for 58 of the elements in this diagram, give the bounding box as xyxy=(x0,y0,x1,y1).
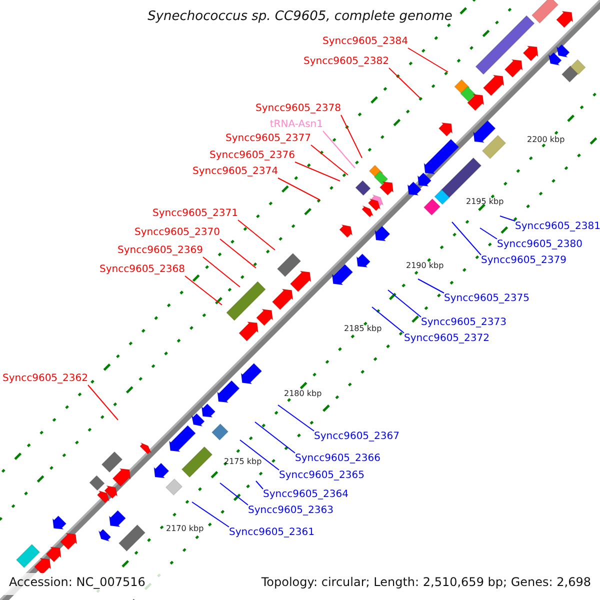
gene-label: Syncc9605_2380 xyxy=(497,239,582,251)
gene-label: Syncc9605_2368 xyxy=(100,264,185,276)
leader-line xyxy=(372,306,404,334)
scale-label: 2200 kbp xyxy=(527,135,565,145)
leader-line xyxy=(480,228,498,240)
leader-line xyxy=(254,422,296,454)
leader-line xyxy=(310,144,348,176)
gene-label: Syncc9605_2372 xyxy=(404,333,490,345)
title: Synechococcus sp. CC9605, complete genome xyxy=(146,9,454,24)
genome-stats-text: Topology: circular; Length: 2,510,659 bp; Genes: 2,698 xyxy=(261,575,591,589)
gene-label: Syncc9605_2384 xyxy=(322,36,408,48)
leader-line xyxy=(88,384,118,420)
leader-line xyxy=(500,216,516,222)
leader-line xyxy=(238,220,276,250)
gene-label: Syncc9605_2381 xyxy=(515,221,600,233)
gene-label: Syncc9605_2371 xyxy=(152,208,238,220)
leader-line xyxy=(322,130,356,168)
scale-label: 2185 kbp xyxy=(344,324,382,334)
gene-label: Syncc9605_2376 xyxy=(210,150,295,162)
gene-label: Syncc9605_2369 xyxy=(118,245,203,257)
leader-line xyxy=(294,162,340,182)
gene-label: Syncc9605_2373 xyxy=(421,317,506,329)
scale-label: 2195 kbp xyxy=(466,197,504,207)
leader-line xyxy=(340,114,362,158)
scale-label: 2170 kbp xyxy=(166,524,204,534)
gene-label: Syncc9605_2366 xyxy=(295,453,380,465)
gene-label: Syncc9605_2379 xyxy=(481,255,566,267)
gene-label: Syncc9605_2374 xyxy=(192,166,278,178)
gene-label: Syncc9605_2362 xyxy=(2,373,88,385)
gene-label: Syncc9605_2364 xyxy=(263,489,348,501)
leader-line xyxy=(202,256,240,288)
gene-label: Syncc9605_2361 xyxy=(229,527,314,539)
leader-line xyxy=(256,480,264,490)
leader-line xyxy=(240,440,280,470)
gene-label: Syncc9605_2375 xyxy=(444,293,530,305)
leader-line xyxy=(192,502,230,528)
accession-text: Accession: NC_007516 xyxy=(9,575,146,589)
gene-label: Syncc9605_2377 xyxy=(226,133,311,145)
gene-label: Syncc9605_2378 xyxy=(256,103,341,115)
leader-line xyxy=(220,482,248,506)
scale-label: 2175 kbp xyxy=(224,457,262,467)
leader-line xyxy=(388,290,422,318)
gene-label: Syncc9605_2382 xyxy=(304,56,389,68)
gene-label: Syncc9605_2363 xyxy=(248,505,334,517)
scale-label: 2180 kbp xyxy=(284,389,322,399)
scale-label: 2190 kbp xyxy=(406,261,444,271)
gene-label: Syncc9605_2365 xyxy=(279,470,364,482)
leader-line xyxy=(278,404,314,432)
leader-line xyxy=(418,278,444,294)
gene-label: Syncc9605_2370 xyxy=(134,227,220,239)
gene-label: Syncc9605_2367 xyxy=(314,431,400,443)
gene-label: tRNA-Asn1 xyxy=(270,119,323,131)
leader-line xyxy=(220,238,256,268)
leader-line xyxy=(278,178,320,200)
leader-line xyxy=(408,48,448,72)
leader-line xyxy=(388,68,420,98)
leader-line xyxy=(184,276,222,306)
leader-line xyxy=(452,222,482,256)
